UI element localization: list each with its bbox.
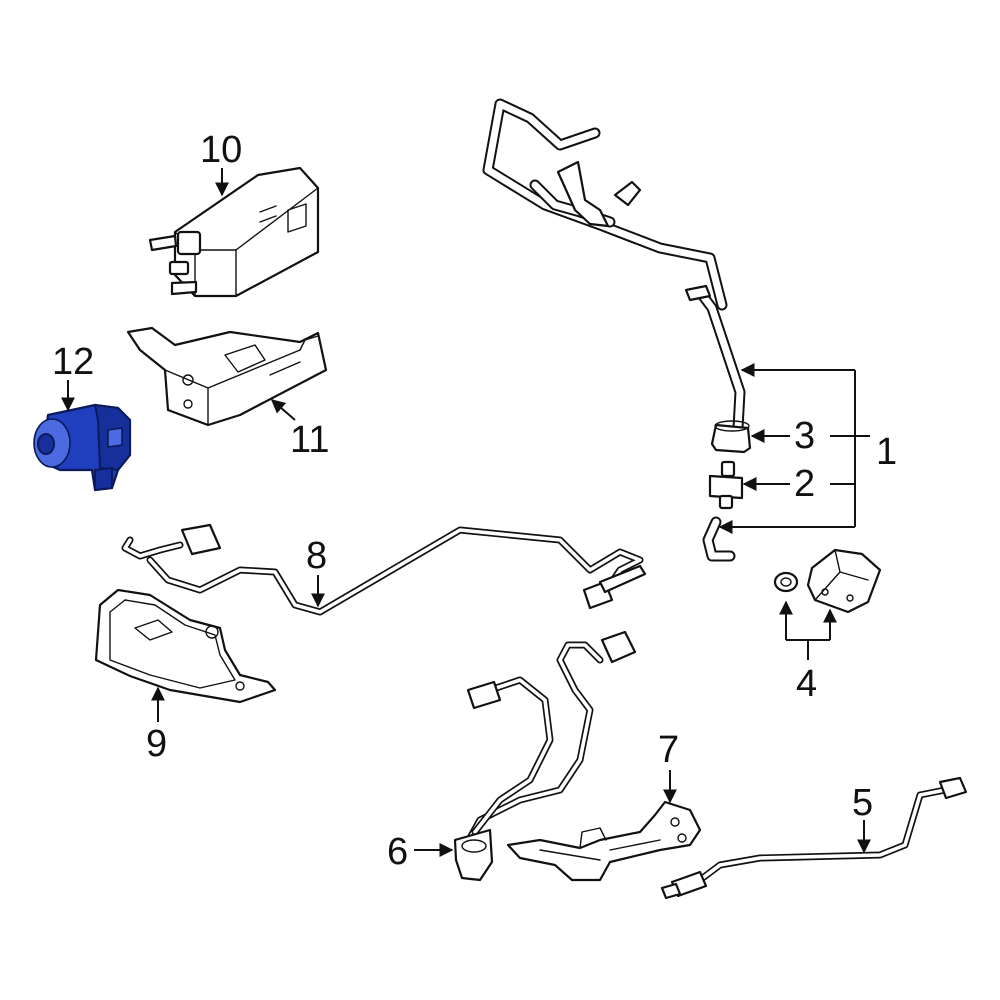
part-4-mount-and-washer[interactable] bbox=[773, 548, 882, 614]
callout-6: 6 bbox=[387, 831, 408, 873]
part-11-canister-bracket[interactable] bbox=[126, 326, 328, 427]
part-1-lower-hose[interactable] bbox=[702, 516, 736, 562]
callout-12: 12 bbox=[52, 341, 94, 383]
part-12-purge-solenoid-highlighted[interactable] bbox=[33, 403, 132, 492]
part-1-vacuum-tube-assembly[interactable] bbox=[482, 98, 746, 434]
callout-7: 7 bbox=[658, 729, 679, 771]
part-5-front-oxygen-sensor[interactable] bbox=[660, 776, 968, 900]
callout-3: 3 bbox=[794, 415, 815, 457]
callout-10: 10 bbox=[200, 129, 242, 171]
callout-4: 4 bbox=[796, 663, 817, 705]
part-3-hose-cap[interactable] bbox=[710, 420, 752, 454]
callout-labels: 1 2 3 4 5 6 7 8 9 10 11 12 bbox=[52, 129, 897, 873]
part-7-sensor-bracket[interactable] bbox=[506, 800, 702, 882]
callout-1: 1 bbox=[876, 431, 897, 473]
callout-11: 11 bbox=[290, 419, 329, 461]
part-9-heat-shield[interactable] bbox=[94, 588, 277, 704]
callout-9: 9 bbox=[146, 723, 167, 765]
part-6-rear-oxygen-sensor[interactable] bbox=[453, 630, 637, 882]
part-2-check-valve[interactable] bbox=[708, 460, 744, 510]
part-8-sensor-harness[interactable] bbox=[121, 523, 647, 616]
callout-2: 2 bbox=[794, 463, 815, 505]
callout-5: 5 bbox=[852, 782, 873, 824]
part-10-vapor-canister[interactable] bbox=[148, 166, 320, 298]
leader-lines bbox=[61, 168, 871, 857]
callout-8: 8 bbox=[306, 535, 327, 577]
